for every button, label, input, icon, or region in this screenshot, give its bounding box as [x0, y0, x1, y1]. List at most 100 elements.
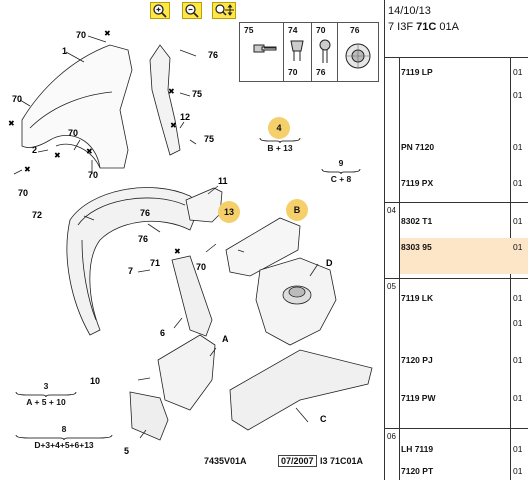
- formula-9: 9 C + 8: [320, 158, 362, 184]
- brace-icon: [259, 137, 301, 143]
- part-qty: 01: [513, 466, 523, 476]
- part-label-70[interactable]: 70: [76, 30, 87, 40]
- part-qty: 01: [513, 444, 523, 454]
- panel-date: 14/10/13: [388, 5, 431, 17]
- zoom-in-button[interactable]: [150, 2, 170, 19]
- part-ref: 8302 T1: [401, 216, 433, 226]
- part-label-11[interactable]: 11: [218, 176, 228, 186]
- formula-3: 3 A + 5 + 10: [14, 381, 78, 407]
- svg-text:✖: ✖: [24, 165, 31, 174]
- svg-text:✖: ✖: [174, 247, 181, 256]
- diagram-date: 07/2007: [278, 455, 317, 467]
- fastener-cell-74[interactable]: 74 70: [284, 23, 312, 81]
- zoom-toolbar: [0, 0, 384, 22]
- part-qty: 01: [513, 318, 523, 328]
- formula-8: 8 D+3+4+5+6+13: [14, 424, 114, 450]
- zoom-out-icon: [185, 4, 199, 18]
- push-clip-icon: [345, 43, 371, 69]
- diagram-code: 7435V01A: [204, 456, 247, 466]
- group-separator: [385, 428, 528, 429]
- part-ref: LH 7119: [401, 444, 434, 454]
- fastener-label: 70: [288, 67, 298, 77]
- fastener-cell-70[interactable]: 70 76: [312, 23, 338, 81]
- formula-expression: C + 8: [330, 174, 352, 184]
- part-label-1[interactable]: 1: [62, 46, 68, 56]
- fastener-label: 70: [316, 25, 326, 35]
- zoom-out-button[interactable]: [182, 2, 202, 19]
- bolt-icon: [253, 44, 277, 53]
- clip-icon: [290, 40, 304, 61]
- part-qty: 01: [513, 178, 523, 188]
- part-label-A[interactable]: A: [222, 334, 229, 344]
- group-number: 05: [387, 282, 396, 291]
- part-qty: 01: [513, 355, 523, 365]
- part-label-6[interactable]: 6: [160, 328, 166, 338]
- brace-icon: [321, 168, 361, 174]
- part-label-70[interactable]: 70: [196, 262, 207, 272]
- svg-text:✖: ✖: [8, 119, 15, 128]
- fastener-label: 75: [244, 25, 254, 35]
- brace-icon: [15, 391, 77, 397]
- parts-diagram[interactable]: ✖ ✖ ✖ ✖ ✖ ✖ ✖ ✖ 75 74 70: [0, 0, 384, 480]
- part-label-70[interactable]: 70: [68, 128, 79, 138]
- formula-number: 3: [43, 381, 49, 391]
- part-ref: 8303 95: [401, 242, 432, 252]
- part-label-76[interactable]: 76: [140, 208, 151, 218]
- part-ref: 7119 LK: [401, 293, 434, 303]
- part-qty: 01: [513, 67, 523, 77]
- formula-4: B + 13: [258, 137, 302, 153]
- svg-text:✖: ✖: [104, 29, 111, 38]
- exploded-view-drawing: ✖ ✖ ✖ ✖ ✖ ✖ ✖ ✖: [8, 29, 373, 441]
- panel-header: 14/10/13 7 I3F 71C 01A: [385, 0, 528, 58]
- part-qty: 01: [513, 242, 523, 252]
- formula-expression: B + 13: [267, 143, 293, 153]
- formula-expression: D+3+4+5+6+13: [34, 440, 94, 450]
- fastener-cell-75[interactable]: 75: [240, 23, 284, 81]
- brace-icon: [15, 434, 113, 440]
- zoom-fit-button[interactable]: [212, 2, 236, 19]
- part-label-70[interactable]: 70: [88, 170, 99, 180]
- part-label-C[interactable]: C: [320, 414, 327, 424]
- svg-text:✖: ✖: [170, 121, 177, 130]
- circled-ref-B[interactable]: B: [286, 199, 308, 221]
- group-number: 04: [387, 206, 396, 215]
- part-label-75[interactable]: 75: [204, 134, 215, 144]
- group-separator: [385, 202, 528, 203]
- part-label-7[interactable]: 7: [128, 266, 134, 276]
- part-ref: 7120 PJ: [401, 355, 433, 365]
- part-label-D[interactable]: D: [326, 258, 333, 268]
- part-label-71[interactable]: 71: [150, 258, 161, 268]
- formula-number: 9: [338, 158, 344, 168]
- zoom-in-icon: [153, 4, 167, 18]
- part-label-76[interactable]: 76: [138, 234, 149, 244]
- parts-list-panel: 14/10/13 7 I3F 71C 01A 7119 LP 01 01 PN …: [384, 0, 528, 480]
- group-number: 06: [387, 432, 396, 441]
- panel-reference: 7 I3F 71C 01A: [388, 21, 459, 33]
- formula-expression: A + 5 + 10: [26, 397, 66, 407]
- selected-row-highlight: [400, 238, 528, 274]
- svg-text:✖: ✖: [86, 147, 93, 156]
- part-label-12[interactable]: 12: [180, 112, 191, 122]
- part-qty: 01: [513, 90, 523, 100]
- rivet-icon: [319, 39, 331, 63]
- circled-ref-13[interactable]: 13: [218, 201, 240, 223]
- svg-text:✖: ✖: [54, 151, 61, 160]
- part-qty: 01: [513, 393, 523, 403]
- part-label-70[interactable]: 70: [18, 188, 29, 198]
- part-label-10[interactable]: 10: [90, 376, 101, 386]
- part-ref: PN 7120: [401, 142, 435, 152]
- svg-text:✖: ✖: [168, 87, 175, 96]
- part-ref: 7120 PT: [401, 466, 434, 476]
- part-label-5[interactable]: 5: [124, 446, 130, 456]
- part-label-70[interactable]: 70: [12, 94, 23, 104]
- part-label-75[interactable]: 75: [192, 89, 203, 99]
- group-separator: [385, 278, 528, 279]
- circled-ref-4[interactable]: 4: [268, 117, 290, 139]
- part-label-72[interactable]: 72: [32, 210, 43, 220]
- part-ref: 7119 LP: [401, 67, 433, 77]
- column-divider: [399, 58, 400, 480]
- part-label-76[interactable]: 76: [208, 50, 219, 60]
- fastener-cell-76[interactable]: 76: [338, 23, 378, 81]
- part-ref: 7119 PX: [401, 178, 434, 188]
- part-label-2[interactable]: 2: [32, 145, 38, 155]
